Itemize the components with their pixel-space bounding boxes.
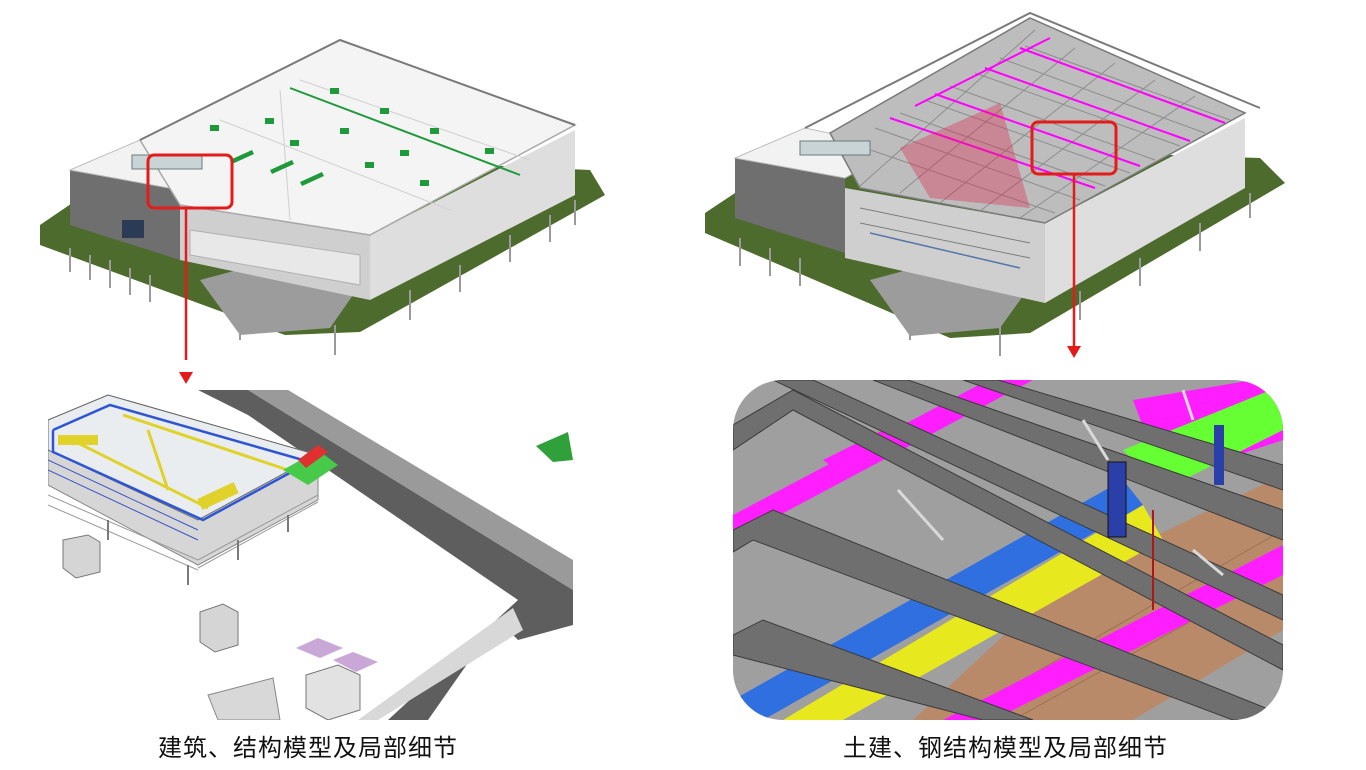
purple-pad-2 <box>333 652 378 672</box>
purple-pad-1 <box>296 638 343 658</box>
arrow-head-left <box>179 372 193 384</box>
rooftop-equipment <box>131 154 203 170</box>
office-block-wall <box>70 170 180 260</box>
highlight-box-left <box>146 153 234 210</box>
steel-structure-detail-view <box>733 380 1283 720</box>
main-hall-side-wall <box>370 130 575 300</box>
architecture-detail-view <box>48 390 573 720</box>
office-window <box>122 220 144 238</box>
roof-green-line <box>289 87 521 176</box>
magenta-duct-upper <box>733 380 1033 540</box>
lime-duct <box>1123 385 1283 490</box>
brown-panels <box>913 475 1283 720</box>
arrow-head-right <box>1067 346 1081 358</box>
left-caption: 建筑、结构模型及局部细节 <box>158 734 458 762</box>
architecture-model-view <box>40 38 605 360</box>
steel-beams <box>733 380 1283 720</box>
right-caption: 土建、钢结构模型及局部细节 <box>843 734 1168 762</box>
green-shard <box>536 432 573 462</box>
small-box-3 <box>305 664 361 720</box>
magenta-ducts <box>889 37 1226 189</box>
steel-structure-model-view <box>705 11 1285 356</box>
small-box-1 <box>62 534 101 579</box>
skylights <box>210 88 494 186</box>
loading-dock <box>189 229 361 286</box>
column-connector <box>1107 461 1127 538</box>
piles <box>69 200 576 355</box>
small-box-2 <box>199 603 239 653</box>
magenta-duct-lower <box>943 545 1283 720</box>
